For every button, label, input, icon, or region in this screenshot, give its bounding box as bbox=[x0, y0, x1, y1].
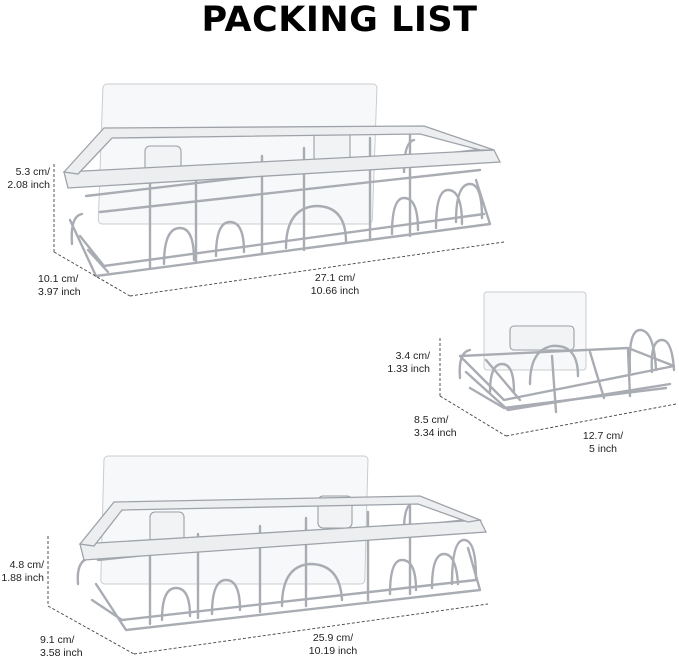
page-title: PACKING LIST bbox=[201, 0, 478, 40]
width-label: 25.9 cm/10.19 inch bbox=[308, 632, 358, 657]
soap-dish-small bbox=[458, 291, 676, 414]
depth-label: 9.1 cm/3.58 inch bbox=[40, 634, 83, 659]
dimension-lines-2 bbox=[439, 338, 677, 437]
depth-label: 10.1 cm/3.97 inch bbox=[38, 273, 81, 298]
width-label: 27.1 cm/10.66 inch bbox=[310, 272, 360, 297]
depth-label: 8.5 cm/3.34 inch bbox=[414, 414, 457, 439]
dimension-lines-1 bbox=[53, 164, 505, 297]
dimension-lines-3 bbox=[47, 536, 489, 655]
height-label: 3.4 cm/1.33 inch bbox=[387, 350, 430, 375]
height-label: 5.3 cm/2.08 inch bbox=[7, 166, 50, 191]
width-label: 12.7 cm/5 inch bbox=[582, 430, 624, 455]
height-label: 4.8 cm/1.88 inch bbox=[1, 559, 44, 584]
shower-caddy-large-2 bbox=[76, 455, 488, 632]
shower-caddy-large-1 bbox=[62, 83, 502, 278]
